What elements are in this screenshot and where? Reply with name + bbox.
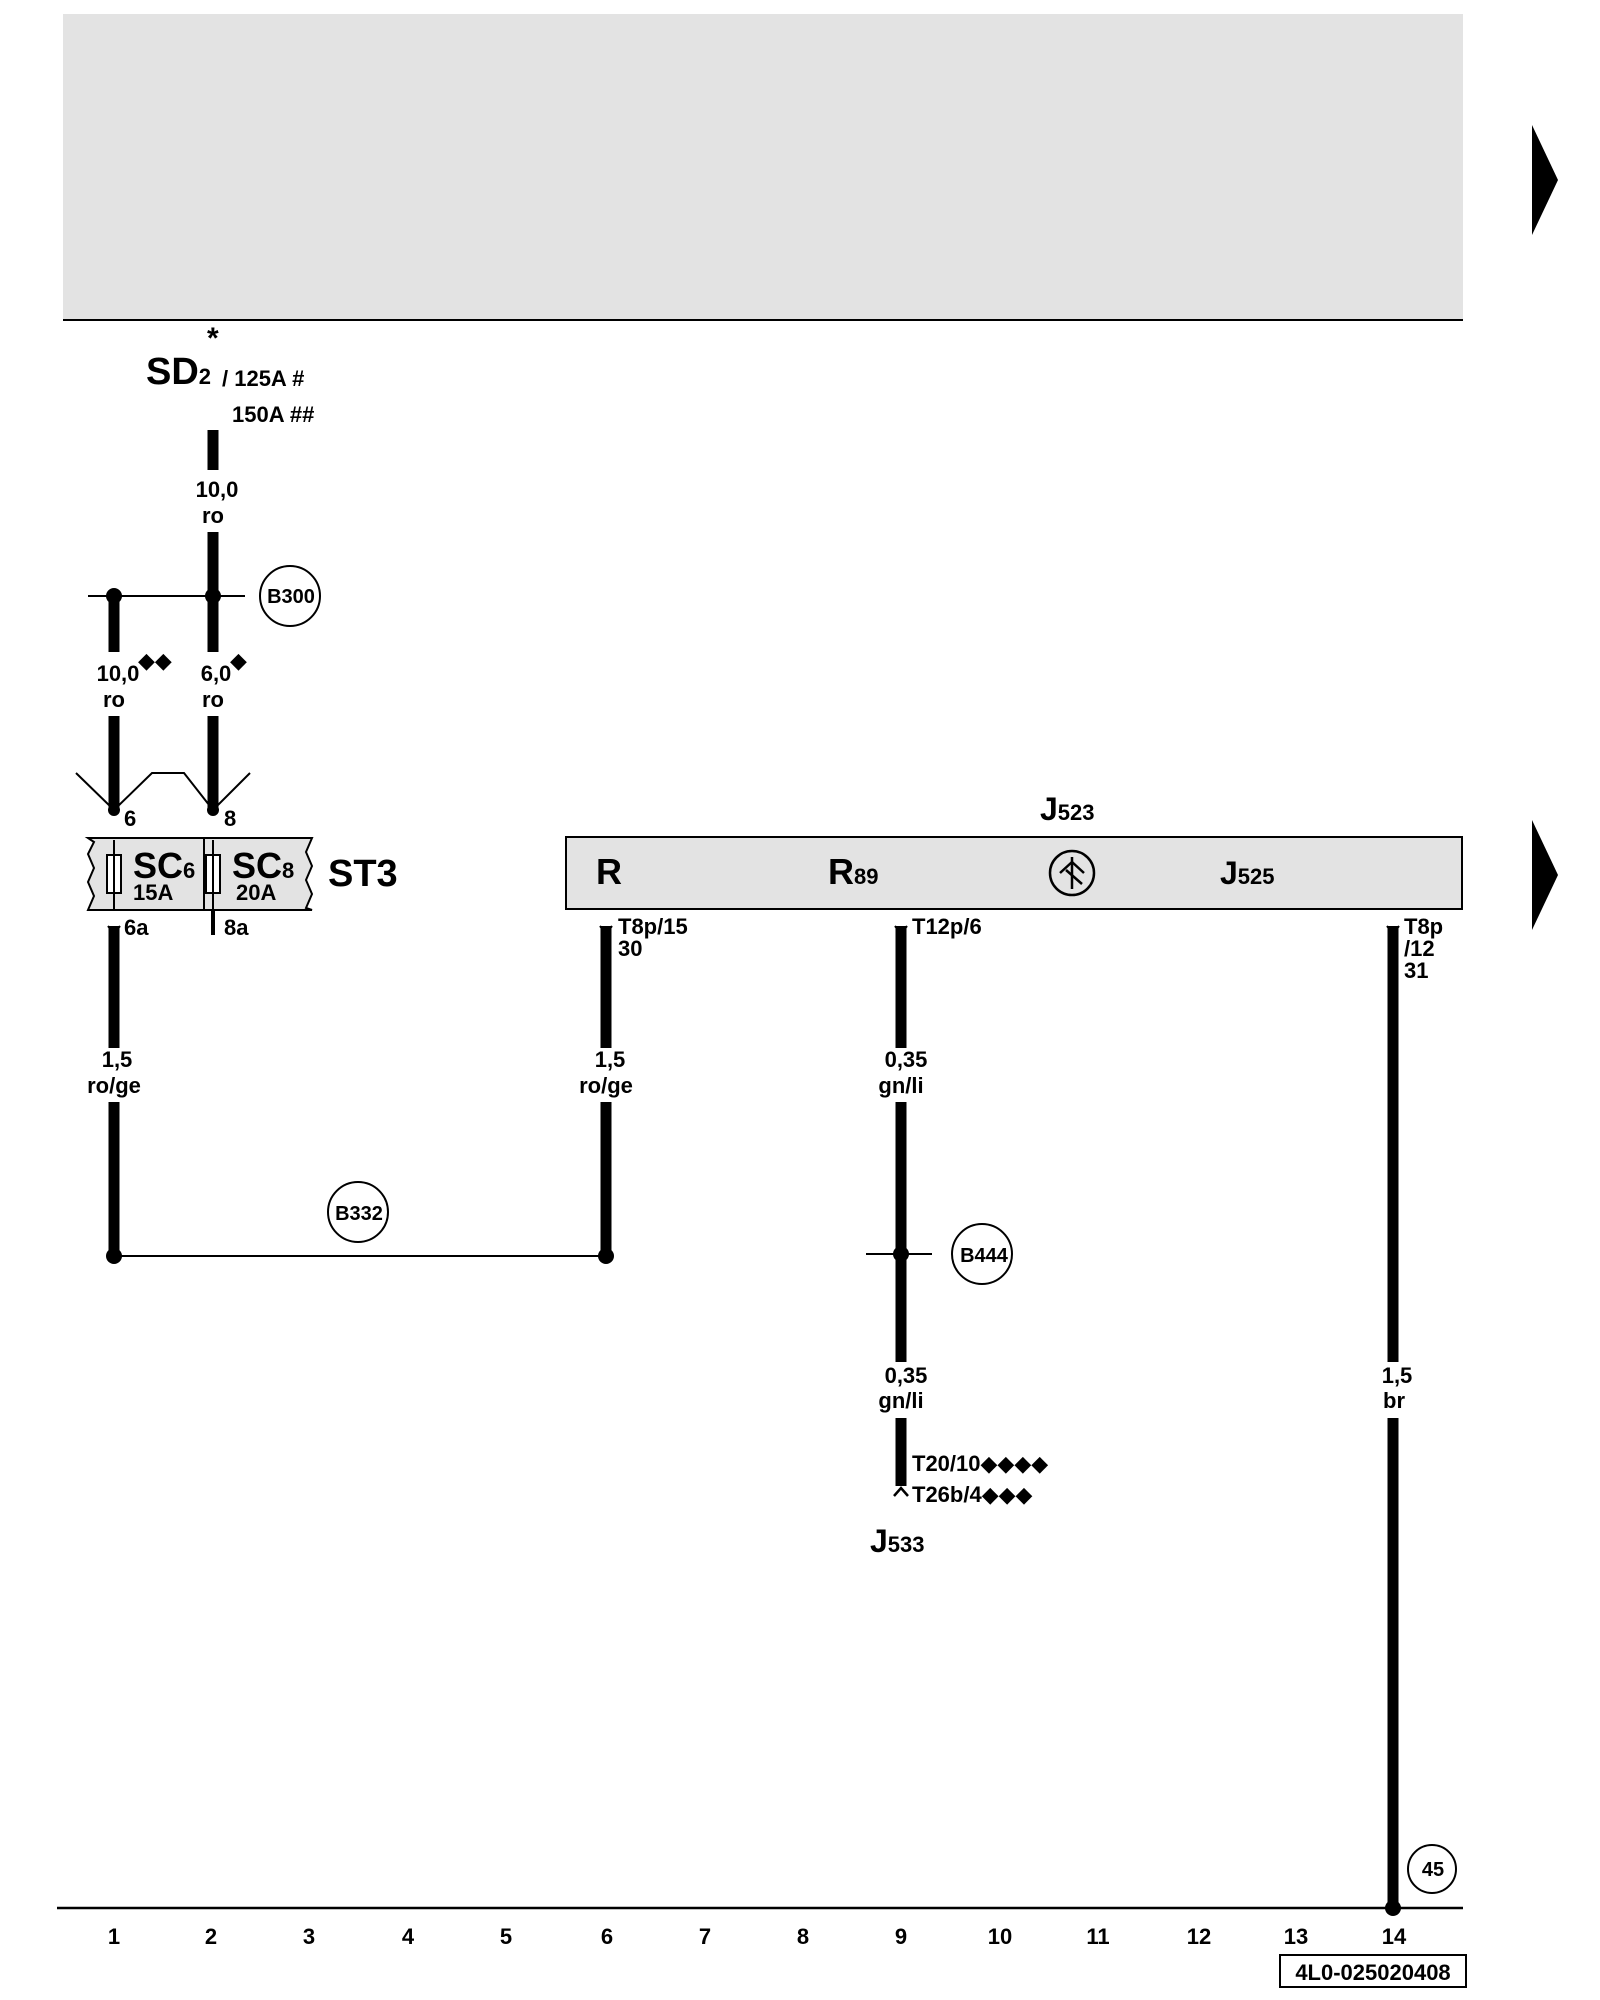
wire-left-branch-size: 10,0	[97, 661, 140, 686]
junction-b300-label: B300	[267, 586, 315, 608]
column-number: 5	[500, 1924, 512, 1949]
column-number: 8	[797, 1924, 809, 1949]
fuse-pin-in-6: 6	[124, 806, 136, 831]
j533-pin-1: T20/10◆◆◆◆	[912, 1451, 1048, 1476]
fuse-sc8-rating: 20A	[236, 880, 276, 905]
module-top-sub: 523	[1058, 800, 1095, 825]
fuse-holder-box[interactable]	[84, 837, 314, 911]
column-number: 9	[895, 1924, 907, 1949]
wire-fuse-out-color: ro/ge	[87, 1073, 141, 1098]
ground-rail-dot	[1385, 1900, 1401, 1916]
wire-right-branch-color: ro	[202, 687, 224, 712]
module-pin-3-line1: T8p	[1404, 914, 1443, 939]
wire-relay-in-size: 1,5	[595, 1047, 626, 1072]
splice-b332-dot-left	[106, 1248, 122, 1264]
wire-right-branch-size: 6,0	[201, 661, 232, 686]
module-pin-2-line1: T12p/6	[912, 914, 982, 939]
module-part-r-name: R	[596, 851, 622, 892]
column-number: 7	[699, 1924, 711, 1949]
feed-name: SD	[146, 351, 199, 393]
fuse-sc6-sub: 6	[183, 858, 195, 883]
junction-b300-circle	[259, 565, 321, 627]
column-number: 2	[205, 1924, 217, 1949]
fuse-connector-outline	[75, 772, 251, 812]
column-number: 13	[1284, 1924, 1308, 1949]
fuse-holder-name: ST3	[328, 853, 398, 895]
wire-main-feed-color: ro	[202, 503, 224, 528]
column-number: 6	[601, 1924, 613, 1949]
wire-signal-b-color: gn/li	[878, 1388, 923, 1413]
module-part-j525-sub: 525	[1238, 864, 1275, 889]
wire-signal-a-color: gn/li	[878, 1073, 923, 1098]
module-part-r89: R89	[828, 851, 878, 892]
module-top-label: J523	[1040, 791, 1095, 827]
junction-b332-label: B332	[335, 1203, 383, 1225]
module-part-r89-sub: 89	[854, 864, 878, 889]
module-part-j525-name: J	[1220, 855, 1238, 891]
j533-label: J533	[870, 1523, 925, 1559]
column-number: 3	[303, 1924, 315, 1949]
column-number: 14	[1382, 1924, 1407, 1949]
fuse-sc8-sub: 8	[282, 858, 294, 883]
module-pin-3-line2: /12	[1404, 936, 1435, 961]
module-top-name: J	[1040, 791, 1058, 827]
fuse-sc8-label: SC8	[232, 845, 294, 886]
wire-main-feed-size: 10,0	[196, 477, 239, 502]
feed-sub: 2	[199, 364, 211, 389]
fuse-sc8-name: SC	[232, 845, 282, 886]
module-pin-3-line3: 31	[1404, 958, 1428, 983]
continuation-arrow-middle[interactable]	[1532, 820, 1558, 930]
junction-b332-circle	[327, 1181, 389, 1243]
column-number: 12	[1187, 1924, 1211, 1949]
module-pin-1-line1: T8p/15	[618, 914, 688, 939]
continuation-arrow-top[interactable]	[1532, 125, 1558, 235]
module-part-j525: J525	[1220, 855, 1275, 891]
wire-left-branch-color: ro	[103, 687, 125, 712]
wire-relay-in-color: ro/ge	[579, 1073, 633, 1098]
wire-left-branch-mark: ◆◆	[138, 648, 172, 673]
j533-pin-arrow	[893, 1486, 909, 1497]
doc-code: 4L0-025020408	[1295, 1960, 1450, 1985]
fuse-sc6-name: SC	[133, 845, 183, 886]
wire-right-branch-mark: ◆	[230, 648, 247, 673]
receiver-icon	[1048, 849, 1096, 897]
junction-b444-label: B444	[960, 1245, 1009, 1267]
module-part-r: R	[596, 851, 622, 892]
wire-ground-color: br	[1383, 1388, 1405, 1413]
feed-star: *	[207, 322, 219, 355]
module-pin-1-line2: 30	[618, 936, 642, 961]
fuse-sc6-label: SC6	[133, 845, 195, 886]
j533-name: J	[870, 1523, 888, 1559]
column-number: 10	[988, 1924, 1012, 1949]
fuse-pin-6-dot	[108, 804, 120, 816]
wire-fuse-out-size: 1,5	[102, 1047, 133, 1072]
feed-rating-1: / 125A #	[222, 366, 304, 391]
feed-label: SD2	[146, 351, 211, 393]
fuse-pin-out-8a: 8a	[224, 915, 249, 940]
column-number: 1	[108, 1924, 120, 1949]
fuse-pin-out-6a: 6a	[124, 915, 149, 940]
junction-b444-circle	[951, 1223, 1013, 1285]
j533-sub: 533	[888, 1532, 925, 1557]
wire-signal-b-size: 0,35	[885, 1363, 928, 1388]
ground-point-circle	[1407, 1844, 1457, 1894]
wire-signal-a-size: 0,35	[885, 1047, 928, 1072]
module-box[interactable]	[565, 836, 1463, 910]
feed-rating-2: 150A ##	[232, 402, 314, 427]
column-number: 11	[1086, 1924, 1109, 1949]
ground-point-label: 45	[1422, 1859, 1444, 1881]
column-numbers: 1 2 3 4 5 6 7 8 9 10 11 12 13 14	[108, 1924, 1407, 1949]
header-band	[63, 14, 1463, 320]
module-part-r89-name: R	[828, 851, 854, 892]
j533-pin-2: T26b/4◆◆◆	[912, 1482, 1033, 1507]
fuse-pin-8-dot	[207, 804, 219, 816]
fuse-sc6-rating: 15A	[133, 880, 173, 905]
wire-ground-size: 1,5	[1382, 1363, 1413, 1388]
doc-code-box	[1279, 1954, 1467, 1988]
column-number: 4	[402, 1924, 415, 1949]
fuse-pin-in-8: 8	[224, 806, 236, 831]
